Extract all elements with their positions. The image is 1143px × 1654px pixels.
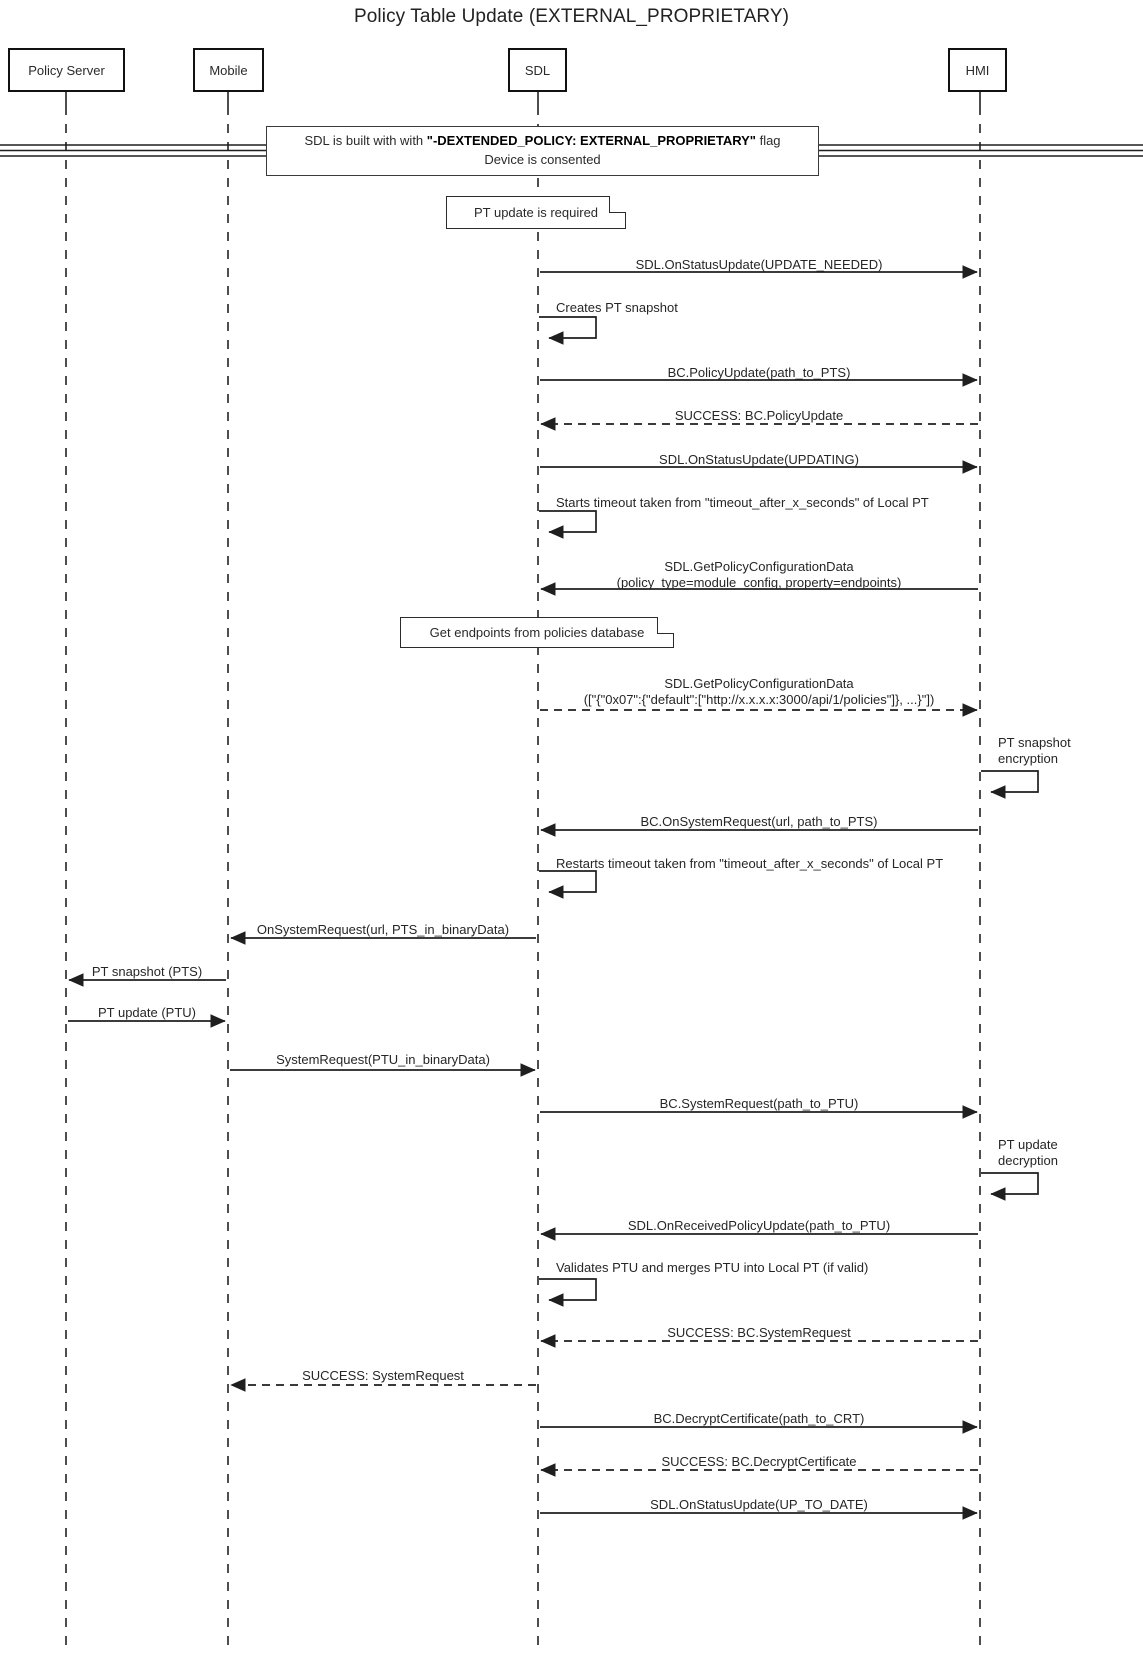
self-message-loop-pt-update-decryption (981, 1172, 1039, 1201)
message-label-success-systemrequest-mobile: SUCCESS: SystemRequest (302, 1368, 464, 1383)
self-message-loop-validates-ptu (539, 1278, 597, 1307)
page-title: Policy Table Update (EXTERNAL_PROPRIETAR… (353, 6, 790, 27)
message-label-bc-decryptcertificate: BC.DecryptCertificate(path_to_CRT) (653, 1411, 865, 1426)
condition-line1-prefix: SDL is built with with (304, 133, 427, 149)
lifelines-group (65, 92, 981, 1654)
lifeline-head-policy-server: Policy Server (8, 48, 125, 92)
message-label-bc-policyupdate: BC.PolicyUpdate(path_to_PTS) (667, 365, 851, 380)
lifeline-label-policy-server: Policy Server (28, 62, 105, 78)
message-label-success-bc-systemrequest: SUCCESS: BC.SystemRequest (667, 1325, 851, 1340)
condition-note: SDL is built with with "-DEXTENDED_POLIC… (266, 126, 819, 176)
self-message-loop-pt-snapshot-encryption (981, 770, 1039, 799)
note-get-endpoints-text: Get endpoints from policies database (429, 624, 645, 640)
condition-line1-suffix: flag (755, 133, 781, 149)
note-get-endpoints: Get endpoints from policies database (400, 616, 674, 648)
note-pt-update-required: PT update is required (446, 195, 626, 229)
self-message-label-restarts-timeout: Restarts timeout taken from "timeout_aft… (556, 856, 944, 871)
note-pt-update-required-fold-corner (609, 195, 626, 213)
condition-line1-flag: "-DEXTENDED_POLICY: EXTERNAL_PROPRIETARY… (426, 133, 756, 149)
message-label-sdl-getpolicyconfigurationdata-req: SDL.GetPolicyConfigurationData (policy_t… (616, 559, 902, 591)
lifeline-label-mobile: Mobile (209, 62, 248, 78)
message-label-bc-systemrequest: BC.SystemRequest(path_to_PTU) (659, 1096, 859, 1111)
message-label-sdl-onstatusupdate-update-needed: SDL.OnStatusUpdate(UPDATE_NEEDED) (635, 257, 883, 272)
self-message-loop-restarts-timeout (539, 870, 597, 899)
note-pt-update-required-text: PT update is required (473, 204, 599, 220)
message-label-sdl-onreceivedpolicyupdate: SDL.OnReceivedPolicyUpdate(path_to_PTU) (627, 1218, 891, 1233)
message-label-systemrequest-ptu: SystemRequest(PTU_in_binaryData) (276, 1052, 490, 1067)
message-label-success-bc-decryptcertificate: SUCCESS: BC.DecryptCertificate (661, 1454, 857, 1469)
lifeline-label-sdl: SDL (524, 62, 551, 78)
lifeline-head-sdl: SDL (508, 48, 567, 92)
self-message-label-validates-ptu: Validates PTU and merges PTU into Local … (556, 1260, 869, 1275)
self-message-label-pt-update-decryption: PT update decryption (998, 1137, 1058, 1169)
self-message-label-starts-timeout: Starts timeout taken from "timeout_after… (556, 495, 929, 510)
message-label-sdl-onstatusupdate-updating: SDL.OnStatusUpdate(UPDATING) (659, 452, 859, 467)
message-label-sdl-getpolicyconfigurationdata-resp: SDL.GetPolicyConfigurationData (["{"0x07… (583, 676, 935, 708)
self-message-label-creates-pt-snapshot: Creates PT snapshot (556, 300, 678, 315)
self-messages-group (539, 316, 1039, 1307)
lifeline-head-hmi: HMI (948, 48, 1007, 92)
message-label-onsystemrequest-mobile: OnSystemRequest(url, PTS_in_binaryData) (256, 922, 510, 937)
message-label-pt-update-ptu: PT update (PTU) (97, 1005, 197, 1020)
note-get-endpoints-fold-corner (657, 616, 674, 634)
self-message-loop-creates-pt-snapshot (539, 316, 597, 345)
condition-line2: Device is consented (484, 152, 601, 167)
lifeline-head-mobile: Mobile (193, 48, 264, 92)
message-label-success-bc-policyupdate: SUCCESS: BC.PolicyUpdate (674, 408, 844, 423)
self-message-loop-starts-timeout (539, 510, 597, 539)
message-label-pt-snapshot-pts: PT snapshot (PTS) (91, 964, 203, 979)
messages-group (68, 265, 978, 1520)
message-label-bc-onsystemrequest: BC.OnSystemRequest(url, path_to_PTS) (640, 814, 878, 829)
lifeline-label-hmi: HMI (965, 62, 990, 78)
message-label-sdl-onstatusupdate-up-to-date: SDL.OnStatusUpdate(UP_TO_DATE) (650, 1497, 868, 1512)
self-message-label-pt-snapshot-encryption: PT snapshot encryption (998, 735, 1071, 767)
